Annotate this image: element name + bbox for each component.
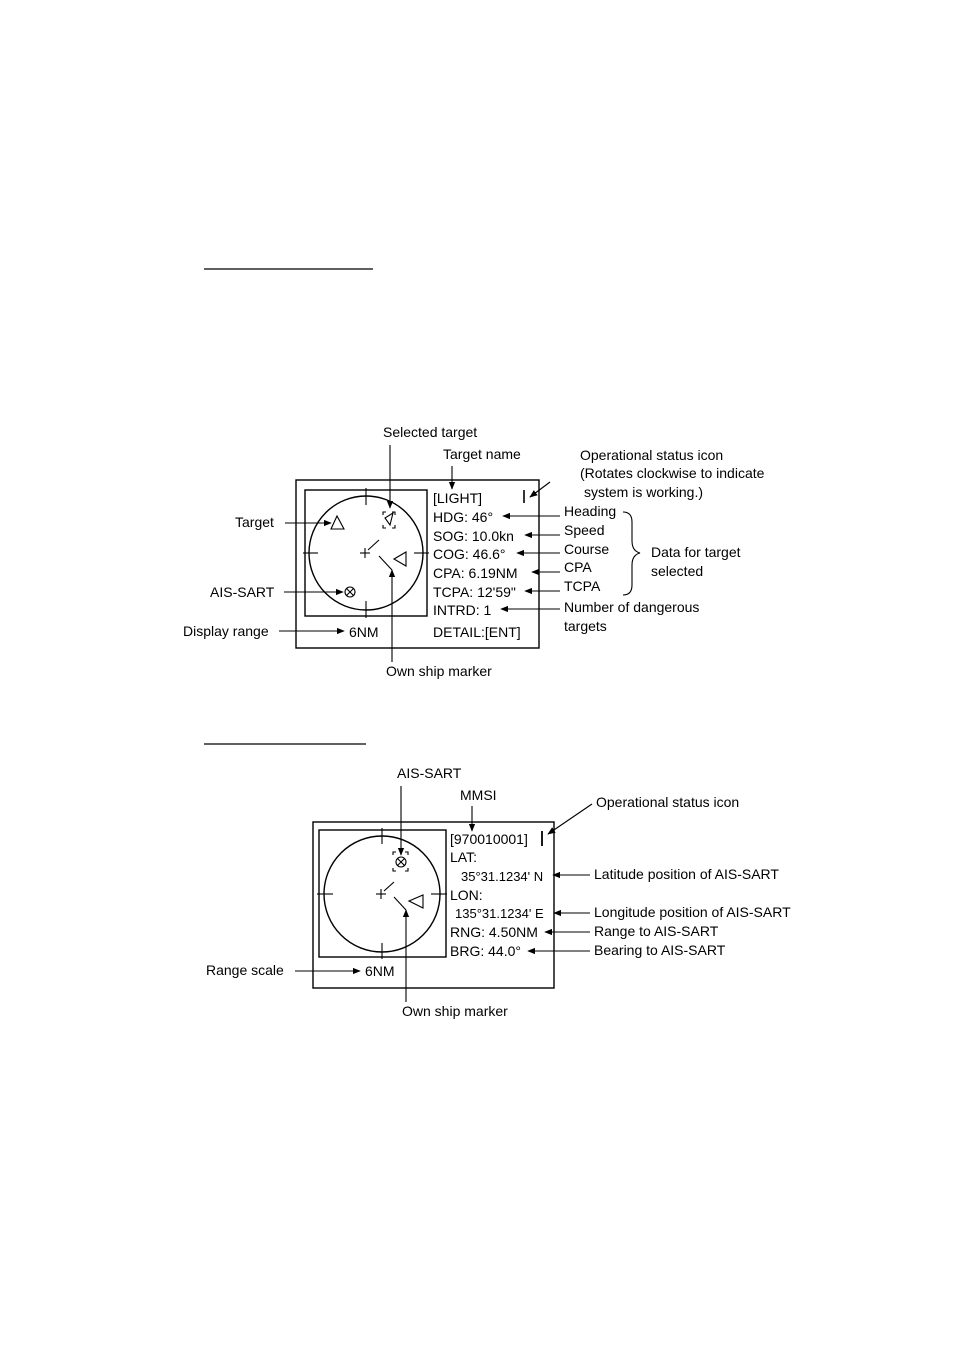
cpa-value: CPA: 6.19NM xyxy=(433,565,518,581)
figure-1: [LIGHT] HDG: 46° SOG: 10.0kn COG: 46.6° … xyxy=(183,424,765,679)
intrd-value: INTRD: 1 xyxy=(433,602,492,618)
callout-arrows xyxy=(295,786,593,1002)
callout-status-icon-1: Operational status icon xyxy=(580,447,723,463)
triangle-icon xyxy=(330,514,345,530)
callout-ais-sart: AIS-SART xyxy=(397,765,462,781)
callout-lat-pos: Latitude position of AIS-SART xyxy=(594,866,779,882)
callout-ais-sart: AIS-SART xyxy=(210,584,275,600)
callout-target: Target xyxy=(235,514,274,530)
figure-2: [970010001] LAT: 35°31.1234' N LON: 135°… xyxy=(206,765,791,1019)
range-value: 6NM xyxy=(365,963,395,979)
callout-cpa: CPA xyxy=(564,559,592,575)
rng-value: RNG: 4.50NM xyxy=(450,924,538,940)
callout-bearing-to: Bearing to AIS-SART xyxy=(594,942,726,958)
selected-target-icon xyxy=(382,511,396,529)
hdg-value: HDG: 46° xyxy=(433,509,493,525)
callout-status-icon: Operational status icon xyxy=(596,794,739,810)
lat-value: 35°31.1234' N xyxy=(461,869,543,884)
circle-cross-icon xyxy=(392,851,409,872)
callout-speed: Speed xyxy=(564,522,604,538)
plus-icon xyxy=(376,881,395,899)
callout-data-for-target-1: Data for target xyxy=(651,544,741,560)
detail-value: DETAIL:[ENT] xyxy=(433,624,521,640)
callout-range-to: Range to AIS-SART xyxy=(594,923,719,939)
cog-value: COG: 46.6° xyxy=(433,546,506,562)
callout-display-range: Display range xyxy=(183,623,269,639)
callout-dangerous-2: targets xyxy=(564,618,607,634)
screen-frame xyxy=(312,821,555,989)
callout-mmsi: MMSI xyxy=(460,787,497,803)
tcpa-value: TCPA: 12'59" xyxy=(433,584,516,600)
range-value: 6NM xyxy=(349,624,379,640)
callout-own-ship: Own ship marker xyxy=(402,1003,508,1019)
callout-range-scale: Range scale xyxy=(206,962,284,978)
callout-heading: Heading xyxy=(564,503,616,519)
callout-tcpa: TCPA xyxy=(564,578,601,594)
callout-lon-pos: Longitude position of AIS-SART xyxy=(594,904,791,920)
lat-label: LAT: xyxy=(450,849,477,865)
callout-own-ship: Own ship marker xyxy=(386,663,492,679)
target-name-value: [LIGHT] xyxy=(433,490,482,506)
sog-value: SOG: 10.0kn xyxy=(433,528,514,544)
callout-course: Course xyxy=(564,541,609,557)
brg-value: BRG: 44.0° xyxy=(450,943,521,959)
lon-label: LON: xyxy=(450,887,483,903)
callout-selected-target: Selected target xyxy=(383,424,477,440)
triangle-icon xyxy=(392,551,407,567)
data-brace xyxy=(622,511,641,596)
callout-status-icon-2: (Rotates clockwise to indicate xyxy=(580,465,765,481)
callout-target-name: Target name xyxy=(443,446,521,462)
mmsi-value: [970010001] xyxy=(450,831,528,847)
screen-frame xyxy=(295,479,540,649)
callout-status-icon-3: system is working.) xyxy=(584,484,703,500)
plus-icon xyxy=(360,539,380,558)
callout-arrows xyxy=(279,445,560,662)
callout-dangerous-1: Number of dangerous xyxy=(564,599,699,615)
lon-value: 135°31.1234' E xyxy=(455,906,544,921)
callout-data-for-target-2: selected xyxy=(651,563,703,579)
circle-cross-icon xyxy=(344,586,356,598)
triangle-icon xyxy=(407,894,424,909)
